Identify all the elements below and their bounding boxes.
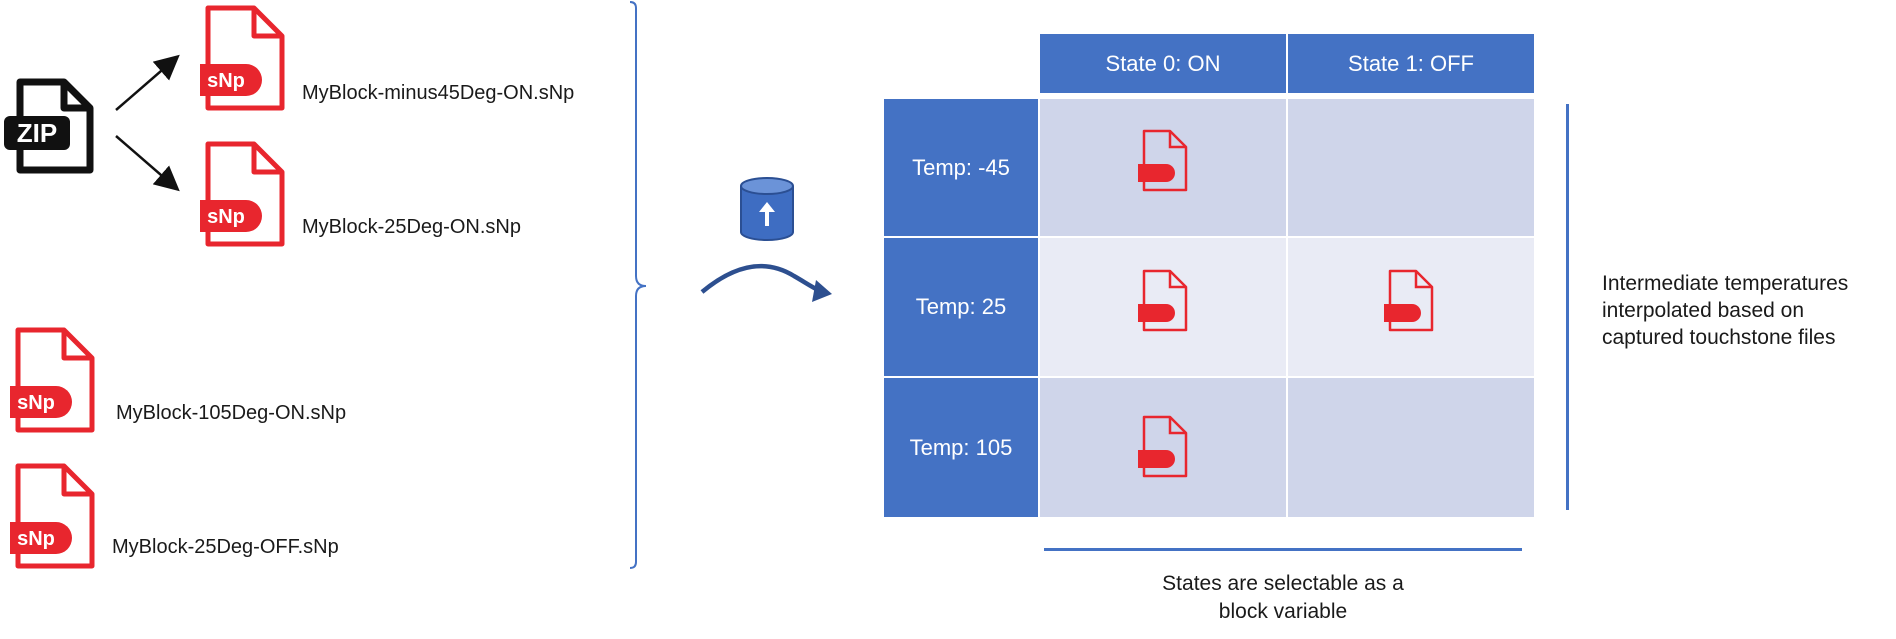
table-cell bbox=[1040, 378, 1286, 517]
zip-file-icon: ZIP bbox=[0, 78, 100, 178]
database-upload-icon bbox=[738, 176, 796, 242]
svg-text:sNp: sNp bbox=[17, 392, 55, 414]
snp-file-icon-small bbox=[1136, 128, 1190, 194]
column-header: State 1: OFF bbox=[1288, 34, 1534, 93]
row-header: Temp: -45 bbox=[884, 99, 1038, 236]
snp-file-icon-small bbox=[1382, 268, 1436, 334]
temperature-note: Intermediate temperatures interpolated b… bbox=[1602, 272, 1849, 349]
file-label: MyBlock-minus45Deg-ON.sNp bbox=[302, 82, 575, 104]
file-label: MyBlock-25Deg-ON.sNp bbox=[302, 216, 521, 238]
snp-file-icon: sNp bbox=[198, 4, 288, 114]
snp-file-icon: sNp bbox=[8, 326, 98, 436]
table-cell bbox=[1288, 99, 1534, 236]
snp-file-icon: sNp bbox=[198, 140, 288, 250]
svg-text:sNp: sNp bbox=[207, 70, 245, 92]
zip-icon-label: ZIP bbox=[17, 118, 57, 148]
states-note: States are selectable as a block variabl… bbox=[1162, 572, 1404, 623]
snp-file-icon-small bbox=[1136, 414, 1190, 480]
row-header: Temp: 25 bbox=[884, 238, 1038, 376]
snp-file-icon: sNp bbox=[8, 462, 98, 572]
table-cell bbox=[1288, 378, 1534, 517]
snp-file-icon-small bbox=[1136, 268, 1190, 334]
file-label: MyBlock-105Deg-ON.sNp bbox=[116, 402, 347, 424]
states-axis-line bbox=[1044, 548, 1522, 551]
svg-text:sNp: sNp bbox=[17, 528, 55, 550]
column-header: State 0: ON bbox=[1040, 34, 1286, 93]
grouping-bracket bbox=[629, 1, 647, 569]
zip-arrows bbox=[115, 54, 180, 192]
curved-arrow-icon bbox=[700, 263, 832, 302]
row-header: Temp: 105 bbox=[884, 378, 1038, 517]
svg-text:sNp: sNp bbox=[207, 206, 245, 228]
temperature-axis-line bbox=[1566, 104, 1569, 510]
file-label: MyBlock-25Deg-OFF.sNp bbox=[112, 536, 339, 558]
